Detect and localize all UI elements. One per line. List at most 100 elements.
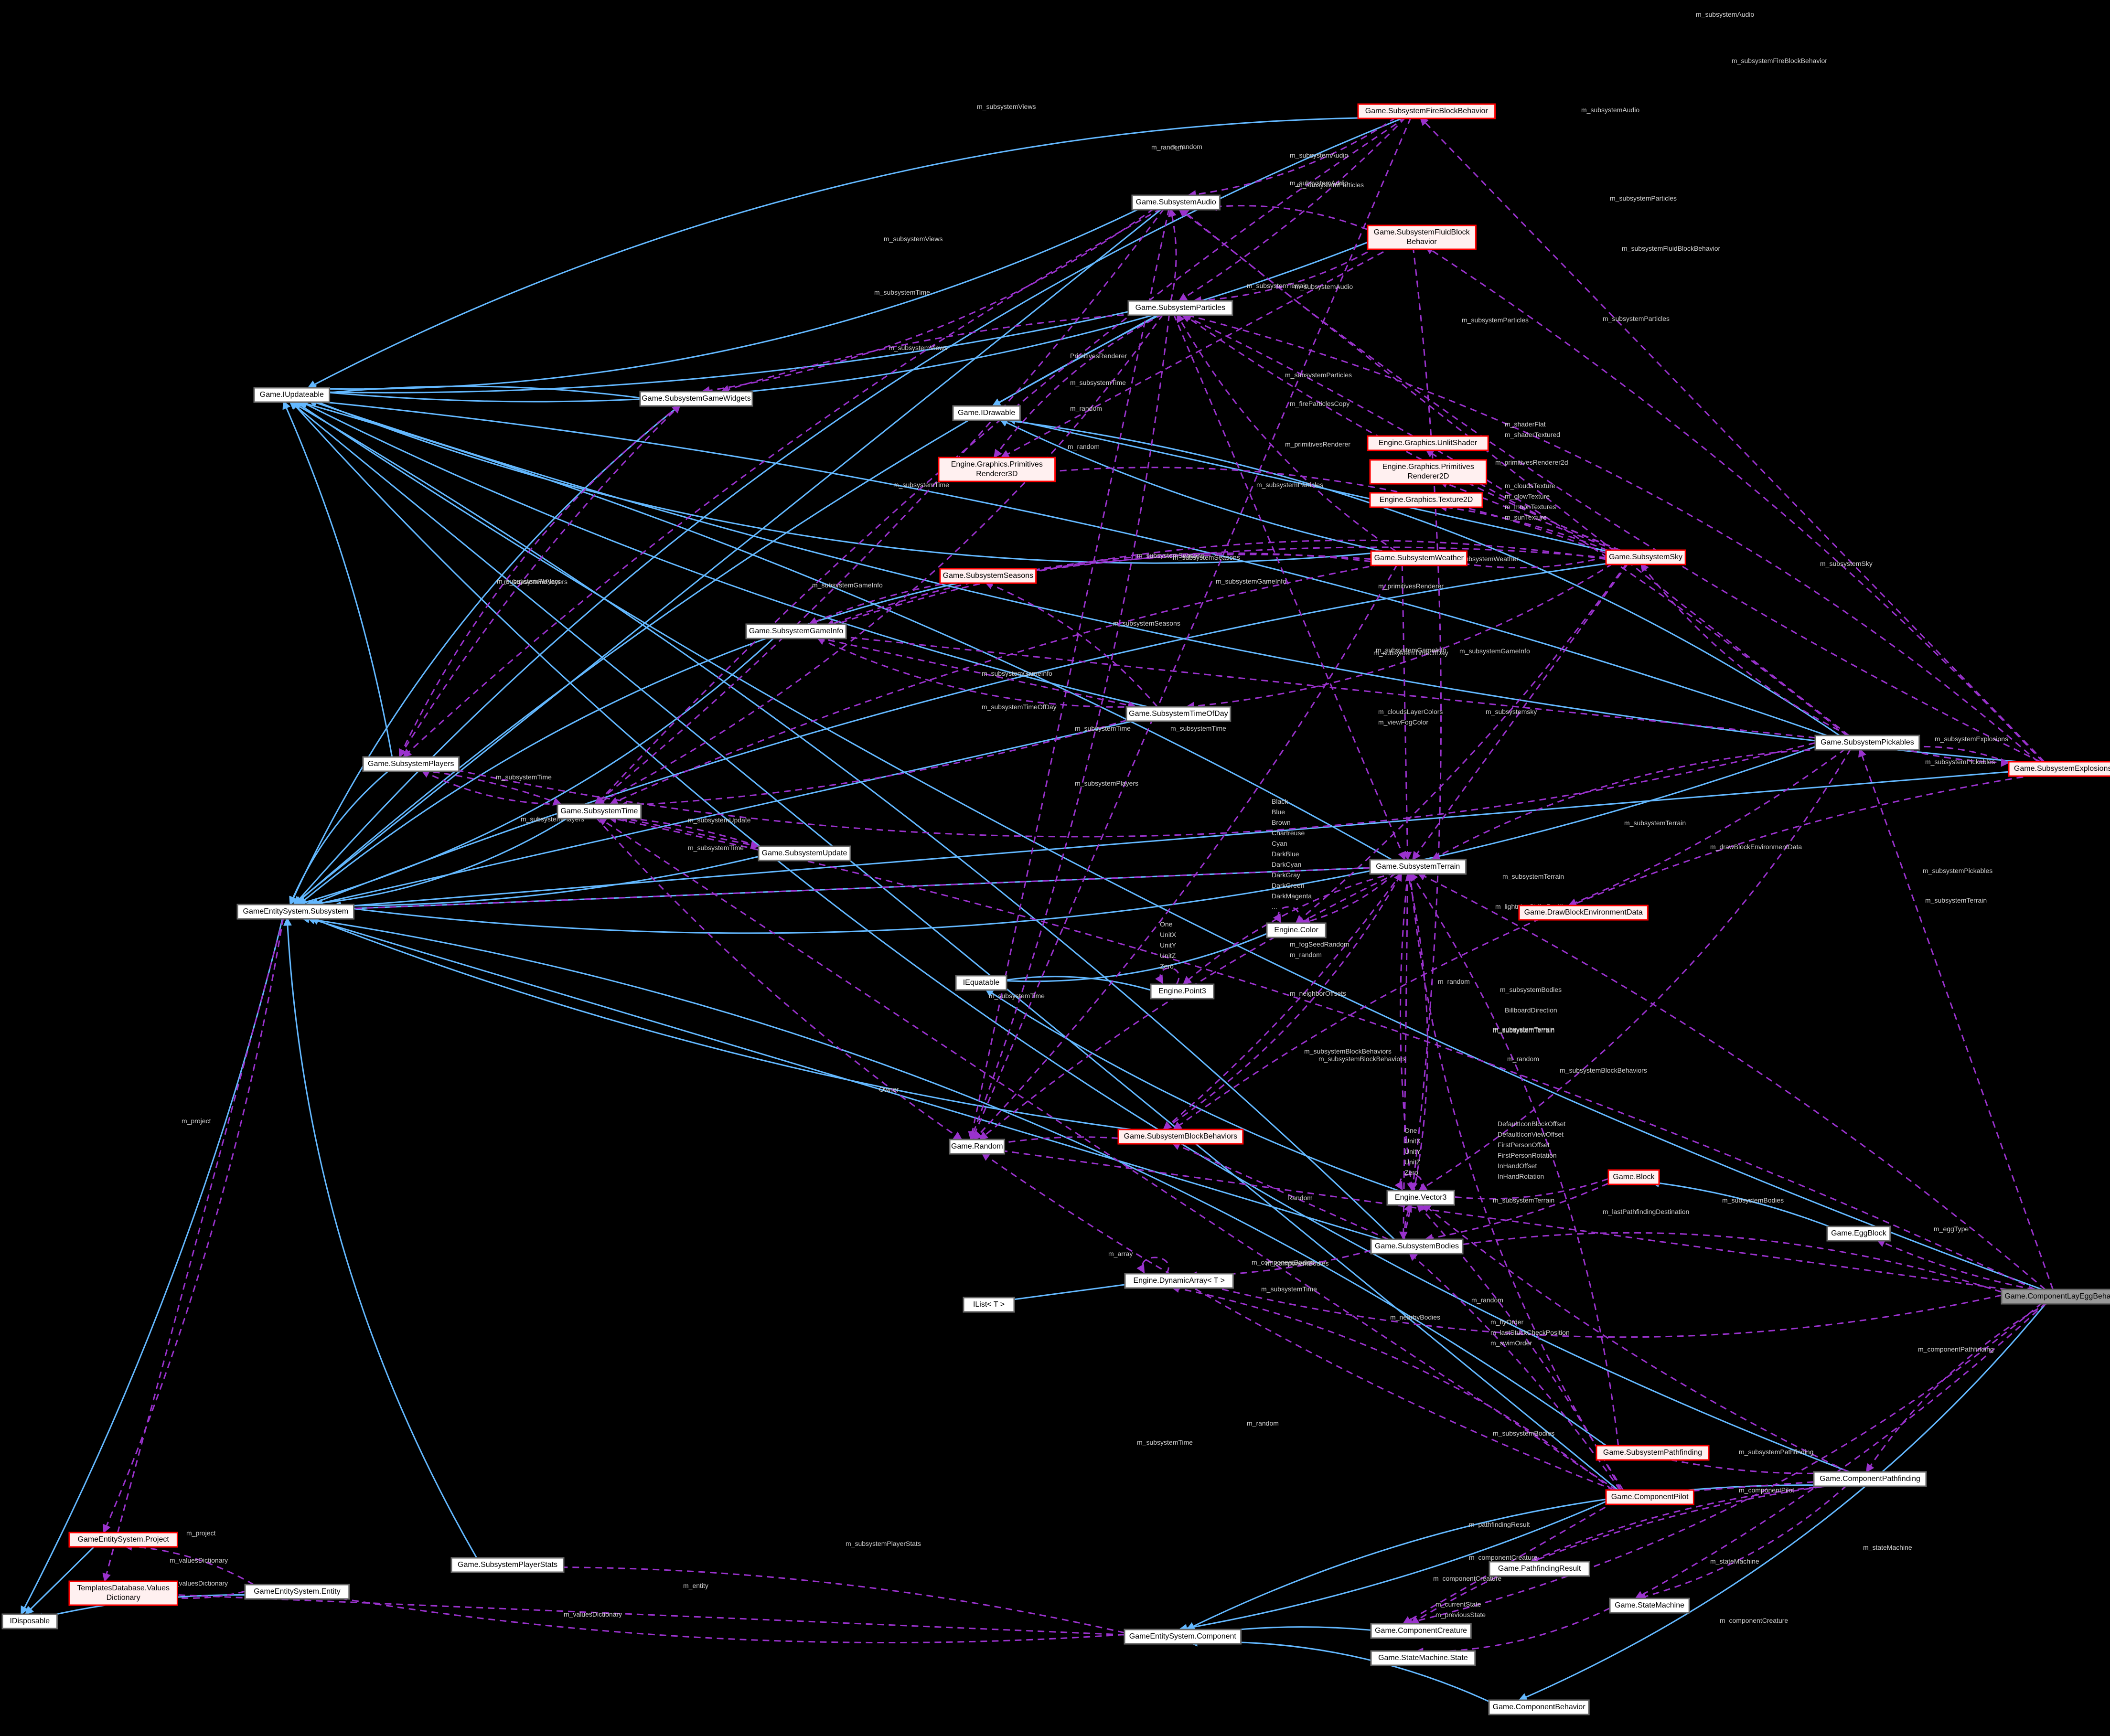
node-comppath[interactable]: Game.ComponentPathfinding [1813, 1471, 1927, 1487]
usage-edge-subsystem-valuesdict [102, 917, 284, 1582]
edge-label: m_subsystemTerrain [1247, 282, 1308, 289]
node-entity[interactable]: GameEntitySystem.Entity [244, 1584, 350, 1600]
node-particles[interactable]: Game.SubsystemParticles [1127, 300, 1233, 316]
edge-label: m_subsystemParticles [1285, 371, 1352, 379]
usage-edge-layegg-time [608, 815, 2035, 1290]
usage-edge-firebb-random [971, 117, 1412, 1140]
node-idisposable[interactable]: IDisposable [1, 1613, 58, 1629]
usage-edge-terrain-blockbeh [1163, 873, 1403, 1130]
edge-label: m_subsystemAudio [1290, 151, 1348, 159]
node-label: Engine.DynamicArray< T > [1133, 1277, 1225, 1285]
node-label: Dictionary [107, 1594, 140, 1602]
edge-label: m_subsystemGameInfo [1216, 577, 1286, 585]
node-label: TemplatesDatabase.Values [77, 1584, 170, 1592]
node-point3[interactable]: Engine.Point3 [1150, 983, 1215, 1000]
usage-edge-fluidbb-vector3 [1409, 246, 1442, 1192]
node-pathresult[interactable]: Game.PathfindingResult [1489, 1561, 1590, 1577]
node-box [1605, 1489, 1694, 1505]
node-idrawable[interactable]: Game.IDrawable [952, 405, 1021, 421]
node-component[interactable]: GameEntitySystem.Component [1124, 1629, 1242, 1645]
node-drawenv[interactable]: Game.DrawBlockEnvironmentData [1518, 905, 1649, 921]
node-time[interactable]: Game.SubsystemTime [557, 803, 642, 820]
node-blockbeh[interactable]: Game.SubsystemBlockBehaviors [1117, 1129, 1244, 1145]
inherit-edge-pickables-idrawable [997, 416, 1840, 736]
node-label: Game.SubsystemPickables [1821, 738, 1914, 746]
node-pilot[interactable]: Game.ComponentPilot [1605, 1489, 1694, 1505]
node-vector3[interactable]: Engine.Vector3 [1386, 1190, 1455, 1206]
node-firebb[interactable]: Game.SubsystemFireBlockBehavior [1357, 103, 1496, 119]
node-smstate[interactable]: Game.StateMachine.State [1370, 1650, 1476, 1666]
node-compbehavior[interactable]: Game.ComponentBehavior [1488, 1699, 1590, 1715]
node-update[interactable]: Game.SubsystemUpdate [758, 845, 851, 862]
node-box [1370, 1623, 1472, 1639]
node-eggblock[interactable]: Game.EggBlock [1826, 1225, 1891, 1242]
node-color[interactable]: Engine.Color [1266, 922, 1327, 938]
node-iequatable[interactable]: IEquatable [955, 975, 1007, 991]
node-seasons[interactable]: Game.SubsystemSeasons [939, 568, 1037, 584]
node-pathfinding[interactable]: Game.SubsystemPathfinding [1596, 1445, 1710, 1461]
node-label: Game.SubsystemTimeOfDay [1129, 710, 1228, 718]
node-unlitshader[interactable]: Engine.Graphics.UnlitShader [1367, 435, 1489, 451]
edge-label: m_subsystemTerrain [1502, 873, 1564, 880]
node-block[interactable]: Game.Block [1607, 1169, 1660, 1185]
usage-edge-comppath-pilot [1643, 1481, 1814, 1498]
node-statemachine[interactable]: Game.StateMachine [1609, 1598, 1690, 1614]
edge-label: m_subsystemPickables [1923, 867, 1992, 874]
node-creature[interactable]: Game.ComponentCreature [1370, 1623, 1472, 1639]
node-gameinfo[interactable]: Game.SubsystemGameInfo [745, 623, 847, 639]
node-pickables[interactable]: Game.SubsystemPickables [1814, 735, 1920, 751]
inherit-edge-players-iupdateable [282, 400, 393, 757]
node-box [244, 1584, 350, 1600]
node-bodies[interactable]: Game.SubsystemBodies [1370, 1238, 1464, 1255]
node-dynarray[interactable]: Engine.DynamicArray< T > [1124, 1273, 1234, 1289]
node-box [236, 904, 355, 920]
usage-edge-comppath-vector3 [1422, 1203, 1849, 1473]
node-random[interactable]: Game.Random [949, 1139, 1006, 1155]
usage-edge-sky-prim2d [1439, 479, 1616, 551]
node-audio[interactable]: Game.SubsystemAudio [1131, 194, 1221, 211]
node-project[interactable]: GameEntitySystem.Project [68, 1532, 178, 1548]
edge-label: m_subsystemPlayers [497, 577, 560, 585]
node-iupdateable[interactable]: Game.IUpdateable [253, 387, 331, 403]
node-layegg[interactable]: Game.ComponentLayEggBehavior [2001, 1289, 2110, 1305]
node-ilist[interactable]: IList< T > [963, 1297, 1015, 1313]
edge-label: m_subsystemPlayers [504, 578, 568, 586]
node-box [1813, 1471, 1927, 1487]
usage-edge-comppath-pathfinding [1643, 1451, 1814, 1474]
node-explosions[interactable]: Game.SubsystemExplosions [2008, 761, 2110, 777]
usage-edge-terrain-point3 [1182, 872, 1395, 985]
edge-label: m_subsystemExplosions [1935, 735, 2008, 743]
edge-label: m_subsystemParticles [1297, 181, 1364, 189]
node-texture2d[interactable]: Engine.Graphics.Texture2D [1369, 492, 1483, 508]
node-playerstats[interactable]: Game.SubsystemPlayerStats [450, 1557, 565, 1573]
inherit-edge-gamewidgets-iupdateable [308, 385, 641, 399]
node-weather[interactable]: Game.SubsystemWeather [1370, 550, 1468, 566]
edge-label: m_fogSeedRandom [1290, 940, 1350, 948]
edge-label: m_viewFogColor [1378, 718, 1428, 726]
node-terrain[interactable]: Game.SubsystemTerrain [1369, 859, 1467, 875]
edge-label: m_subsystemTime [989, 992, 1045, 1000]
node-sky[interactable]: Game.SubsystemSky [1605, 549, 1686, 565]
node-box [1117, 1129, 1244, 1145]
node-gamewidgets[interactable]: Game.SubsystemGameWidgets [639, 391, 753, 407]
usage-edge-dynarray-dynarray [1136, 1257, 1169, 1274]
node-subsystem[interactable]: GameEntitySystem.Subsystem [236, 904, 355, 920]
edge-label: m_valuesDictionary [170, 1579, 228, 1587]
node-label: Game.StateMachine.State [1378, 1654, 1468, 1662]
edge-label: m_project [182, 1117, 211, 1125]
edge-label: m_componentCreature [1469, 1554, 1537, 1561]
node-box [2008, 761, 2110, 777]
edge-label: m_previousState [1435, 1611, 1486, 1619]
node-players[interactable]: Game.SubsystemPlayers [362, 756, 460, 772]
node-timeofday[interactable]: Game.SubsystemTimeOfDay [1125, 706, 1232, 722]
edge-label: m_currentState [1435, 1600, 1481, 1608]
inherit-edge-particles-iupdateable [308, 311, 1129, 396]
usage-edge-subsystem-project [103, 917, 284, 1534]
edge-label: m_subsystemTerrain [1493, 1196, 1554, 1204]
node-label: Game.SubsystemBodies [1375, 1242, 1459, 1250]
class-nodes: Game.ComponentLayEggBehaviorGame.Subsyst… [1, 103, 2110, 1715]
